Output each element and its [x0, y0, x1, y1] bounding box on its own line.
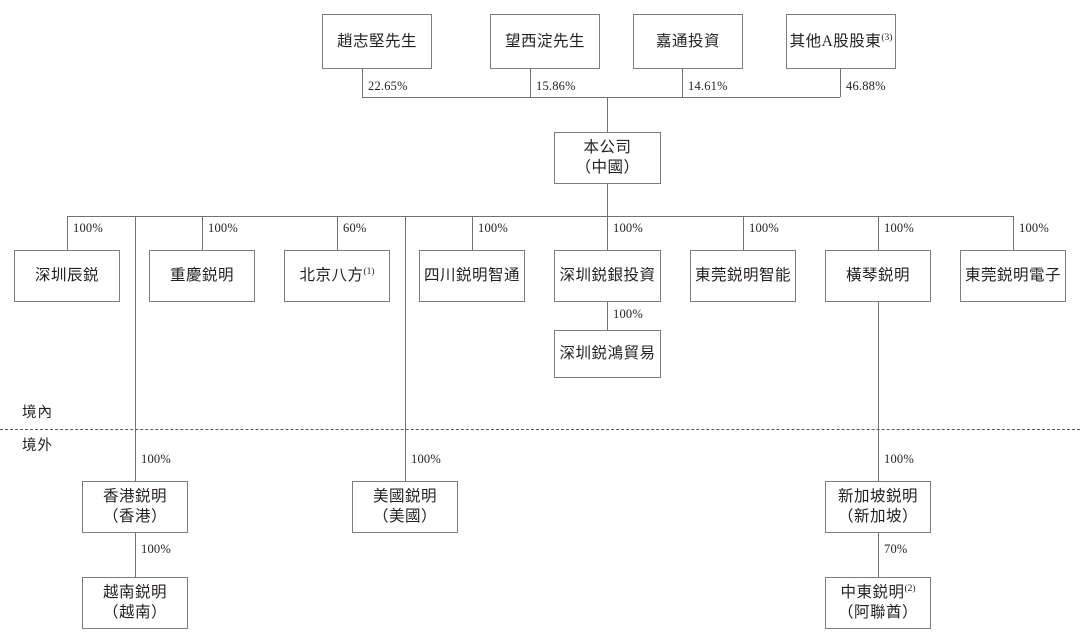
footnote-marker-3: (3) — [881, 32, 893, 43]
subsidiary-label-7: 橫琴鋭明 — [845, 267, 910, 285]
shareholder-pct-4: 46.88% — [846, 79, 886, 93]
subsidiary-box-2: 重慶鋭明 — [149, 250, 255, 302]
overseas-box-hk: 香港鋭明 （香港） — [82, 481, 188, 533]
subsidiary-box-6: 東莞鋭明智能 — [690, 250, 796, 302]
connector-subsidiary-4 — [472, 216, 473, 250]
overseas-label-us-line2: （美國） — [372, 508, 437, 525]
region-label-overseas: 境外 — [22, 438, 53, 454]
subsidiary-pct-1: 100% — [73, 221, 103, 235]
connector-vn — [135, 533, 136, 577]
connector-sub-subsidiary — [607, 302, 608, 330]
subsidiary-box-1: 深圳辰鋭 — [14, 250, 120, 302]
shareholder-pct-2: 15.86% — [536, 79, 576, 93]
overseas-box-vn: 越南鋭明 （越南） — [82, 577, 188, 629]
connector-overseas-branch-sg — [878, 302, 879, 481]
subsidiary-pct-7: 100% — [884, 221, 914, 235]
overseas-label-me-line1: 中東鋭明(2) — [840, 584, 916, 602]
overseas-box-me: 中東鋭明(2) （阿聯酋） — [825, 577, 931, 629]
subsidiary-label-8: 東莞鋭明電子 — [964, 267, 1061, 285]
subsidiary-box-8: 東莞鋭明電子 — [960, 250, 1066, 302]
shareholder-bus-line — [362, 97, 840, 98]
connector-subsidiary-5 — [607, 216, 608, 250]
sub-subsidiary-pct: 100% — [613, 307, 643, 321]
domestic-overseas-divider — [0, 429, 1080, 430]
overseas-label-us-line1: 美國鋭明 — [372, 488, 437, 506]
sub-subsidiary-label: 深圳鋭鴻貿易 — [559, 345, 656, 363]
subsidiary-box-4: 四川鋭明智通 — [419, 250, 525, 302]
connector-subsidiary-6 — [743, 216, 744, 250]
subsidiary-box-3: 北京八方(1) — [284, 250, 390, 302]
shareholder-pct-1: 22.65% — [368, 79, 408, 93]
overseas-label-sg-line1: 新加坡鋭明 — [837, 488, 918, 506]
subsidiary-pct-8: 100% — [1019, 221, 1049, 235]
connector-subsidiary-7 — [878, 216, 879, 250]
shareholder-label-1: 趙志堅先生 — [336, 32, 417, 50]
overseas-child-pct-me: 70% — [884, 542, 908, 556]
shareholder-label-2: 望西淀先生 — [504, 32, 585, 50]
overseas-pct-us: 100% — [411, 452, 441, 466]
connector-subsidiary-3 — [337, 216, 338, 250]
shareholder-box-1: 趙志堅先生 — [322, 14, 432, 69]
connector-bus-to-company — [607, 97, 608, 132]
shareholder-pct-3: 14.61% — [688, 79, 728, 93]
overseas-label-hk-line1: 香港鋭明 — [102, 488, 167, 506]
overseas-box-sg: 新加坡鋭明 （新加坡） — [825, 481, 931, 533]
overseas-label-sg-line2: （新加坡） — [837, 508, 918, 525]
overseas-box-us: 美國鋭明 （美國） — [352, 481, 458, 533]
company-label-line2: （中國） — [575, 159, 640, 176]
overseas-pct-hk: 100% — [141, 452, 171, 466]
shareholder-label-4: 其他A股股東(3) — [789, 32, 893, 50]
connector-shareholder-4 — [840, 69, 841, 97]
shareholder-box-3: 嘉通投資 — [633, 14, 743, 69]
shareholder-label-3: 嘉通投資 — [655, 32, 720, 50]
connector-overseas-branch-hk — [135, 216, 136, 481]
subsidiary-pct-2: 100% — [208, 221, 238, 235]
overseas-pct-sg: 100% — [884, 452, 914, 466]
overseas-label-vn-line1: 越南鋭明 — [102, 584, 167, 602]
company-label-line1: 本公司 — [583, 139, 632, 157]
subsidiary-bus-line — [67, 216, 1013, 217]
region-label-domestic: 境內 — [22, 405, 53, 421]
subsidiary-label-1: 深圳辰鋭 — [34, 267, 99, 285]
shareholder-box-4: 其他A股股東(3) — [786, 14, 896, 69]
subsidiary-pct-6: 100% — [749, 221, 779, 235]
subsidiary-label-2: 重慶鋭明 — [169, 267, 234, 285]
connector-shareholder-2 — [530, 69, 531, 97]
subsidiary-label-6: 東莞鋭明智能 — [694, 267, 791, 285]
subsidiary-pct-5: 100% — [613, 221, 643, 235]
connector-shareholder-3 — [682, 69, 683, 97]
connector-subsidiary-8 — [1013, 216, 1014, 250]
subsidiary-box-7: 橫琴鋭明 — [825, 250, 931, 302]
company-box: 本公司 （中國） — [554, 132, 661, 184]
connector-company-to-bus — [607, 184, 608, 216]
subsidiary-pct-4: 100% — [478, 221, 508, 235]
footnote-marker-2: (2) — [904, 584, 916, 595]
overseas-label-vn-line2: （越南） — [102, 604, 167, 621]
overseas-label-hk-line2: （香港） — [102, 508, 167, 525]
connector-subsidiary-1 — [67, 216, 68, 250]
sub-subsidiary-box: 深圳鋭鴻貿易 — [554, 330, 661, 378]
connector-subsidiary-2 — [202, 216, 203, 250]
connector-overseas-branch-us — [405, 216, 406, 481]
overseas-label-me-line2: （阿聯酋） — [837, 604, 918, 622]
subsidiary-pct-3: 60% — [343, 221, 367, 235]
overseas-child-pct-vn: 100% — [141, 542, 171, 556]
footnote-marker-1: (1) — [363, 267, 375, 277]
connector-me — [878, 533, 879, 577]
connector-shareholder-1 — [362, 69, 363, 97]
subsidiary-label-4: 四川鋭明智通 — [423, 267, 520, 285]
shareholder-box-2: 望西淀先生 — [490, 14, 600, 69]
subsidiary-label-3: 北京八方(1) — [299, 267, 375, 285]
subsidiary-label-5: 深圳鋭銀投資 — [559, 267, 656, 285]
subsidiary-box-5: 深圳鋭銀投資 — [554, 250, 661, 302]
